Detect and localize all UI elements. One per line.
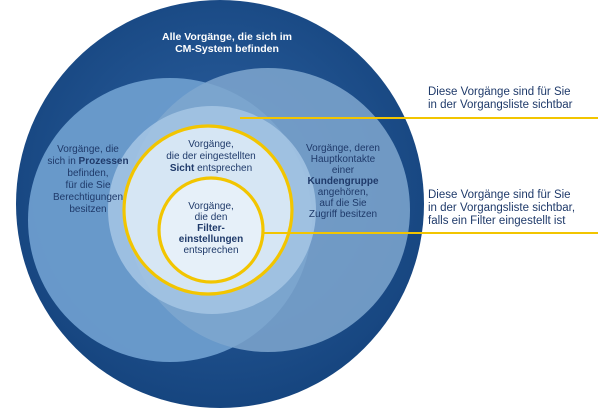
right-region-text: Kundengruppe (307, 176, 379, 187)
right-region-line: Zugriff besitzen (309, 209, 377, 220)
view-region-line: Vorgänge, (188, 139, 234, 150)
filter-region-text: entsprechen (183, 245, 238, 256)
right-region-line: Kundengruppe (307, 176, 379, 187)
view-region-text: Vorgänge, (188, 139, 234, 150)
left-region-text: Berechtigungen (53, 192, 123, 203)
left-region-text: für die Sie (65, 180, 110, 191)
right-region-text: Zugriff besitzen (309, 209, 377, 220)
filter-region-line: einstellungen (179, 234, 243, 245)
right-region-line: Vorgänge, deren (306, 143, 380, 154)
view-region-line: die der eingestellten (166, 151, 256, 162)
right-region-text: einer (332, 165, 355, 176)
annotation-filter: Diese Vorgänge sind für Sie in der Vorga… (428, 189, 575, 228)
filter-region-text: einstellungen (179, 234, 243, 245)
left-region-text: besitzen (69, 204, 106, 215)
left-region-line: befinden, (67, 168, 108, 179)
annotation-line: in der Vorgangsliste sichtbar, (428, 202, 576, 214)
annotation-line: Diese Vorgänge sind für Sie (428, 86, 571, 98)
filter-region-text: Vorgänge, (188, 201, 234, 212)
right-region-line: einer (332, 165, 355, 176)
right-region-line: auf die Sie (319, 198, 367, 209)
filter-region-text: die den (195, 212, 228, 223)
view-region-text: entsprechen (194, 163, 252, 174)
right-region-text: Vorgänge, deren (306, 143, 380, 154)
filter-region-text: Filter- (197, 223, 225, 234)
left-region-text: Vorgänge, die (57, 144, 119, 155)
filter-region-line: Filter- (197, 223, 225, 234)
left-region-text: befinden, (67, 168, 108, 179)
annotation-visible: Diese Vorgänge sind für Sie in der Vorga… (428, 86, 572, 112)
filter-region-line: Vorgänge, (188, 201, 234, 212)
right-region-line: Hauptkontakte (311, 154, 376, 165)
right-region-text: angehören, (318, 187, 369, 198)
annotation-line: Diese Vorgänge sind für Sie (428, 189, 571, 201)
annotation-line: in der Vorgangsliste sichtbar (428, 99, 573, 111)
left-region-line: für die Sie (65, 180, 110, 191)
left-region-line: Vorgänge, die (57, 144, 119, 155)
annotation-line: falls ein Filter eingestellt ist (428, 215, 566, 227)
left-region-line: besitzen (69, 204, 106, 215)
filter-region-line: die den (195, 212, 228, 223)
left-region-line: sich in Prozessen (47, 156, 128, 167)
right-region-text: auf die Sie (319, 198, 367, 209)
filter-circle (157, 176, 265, 284)
left-region-text: Prozessen (79, 156, 129, 167)
left-region-line: Berechtigungen (53, 192, 123, 203)
view-region-text: Sicht (170, 163, 195, 174)
view-region-text: die der eingestellten (166, 151, 256, 162)
right-region-line: angehören, (318, 187, 369, 198)
right-region-text: Hauptkontakte (311, 154, 376, 165)
outer-title-line: Alle Vorgänge, die sich im (162, 31, 292, 43)
outer-title-line: CM-System befinden (175, 43, 279, 55)
left-region-text: sich in (47, 156, 78, 167)
filter-region-line: entsprechen (183, 245, 238, 256)
view-region-line: Sicht entsprechen (170, 163, 252, 174)
